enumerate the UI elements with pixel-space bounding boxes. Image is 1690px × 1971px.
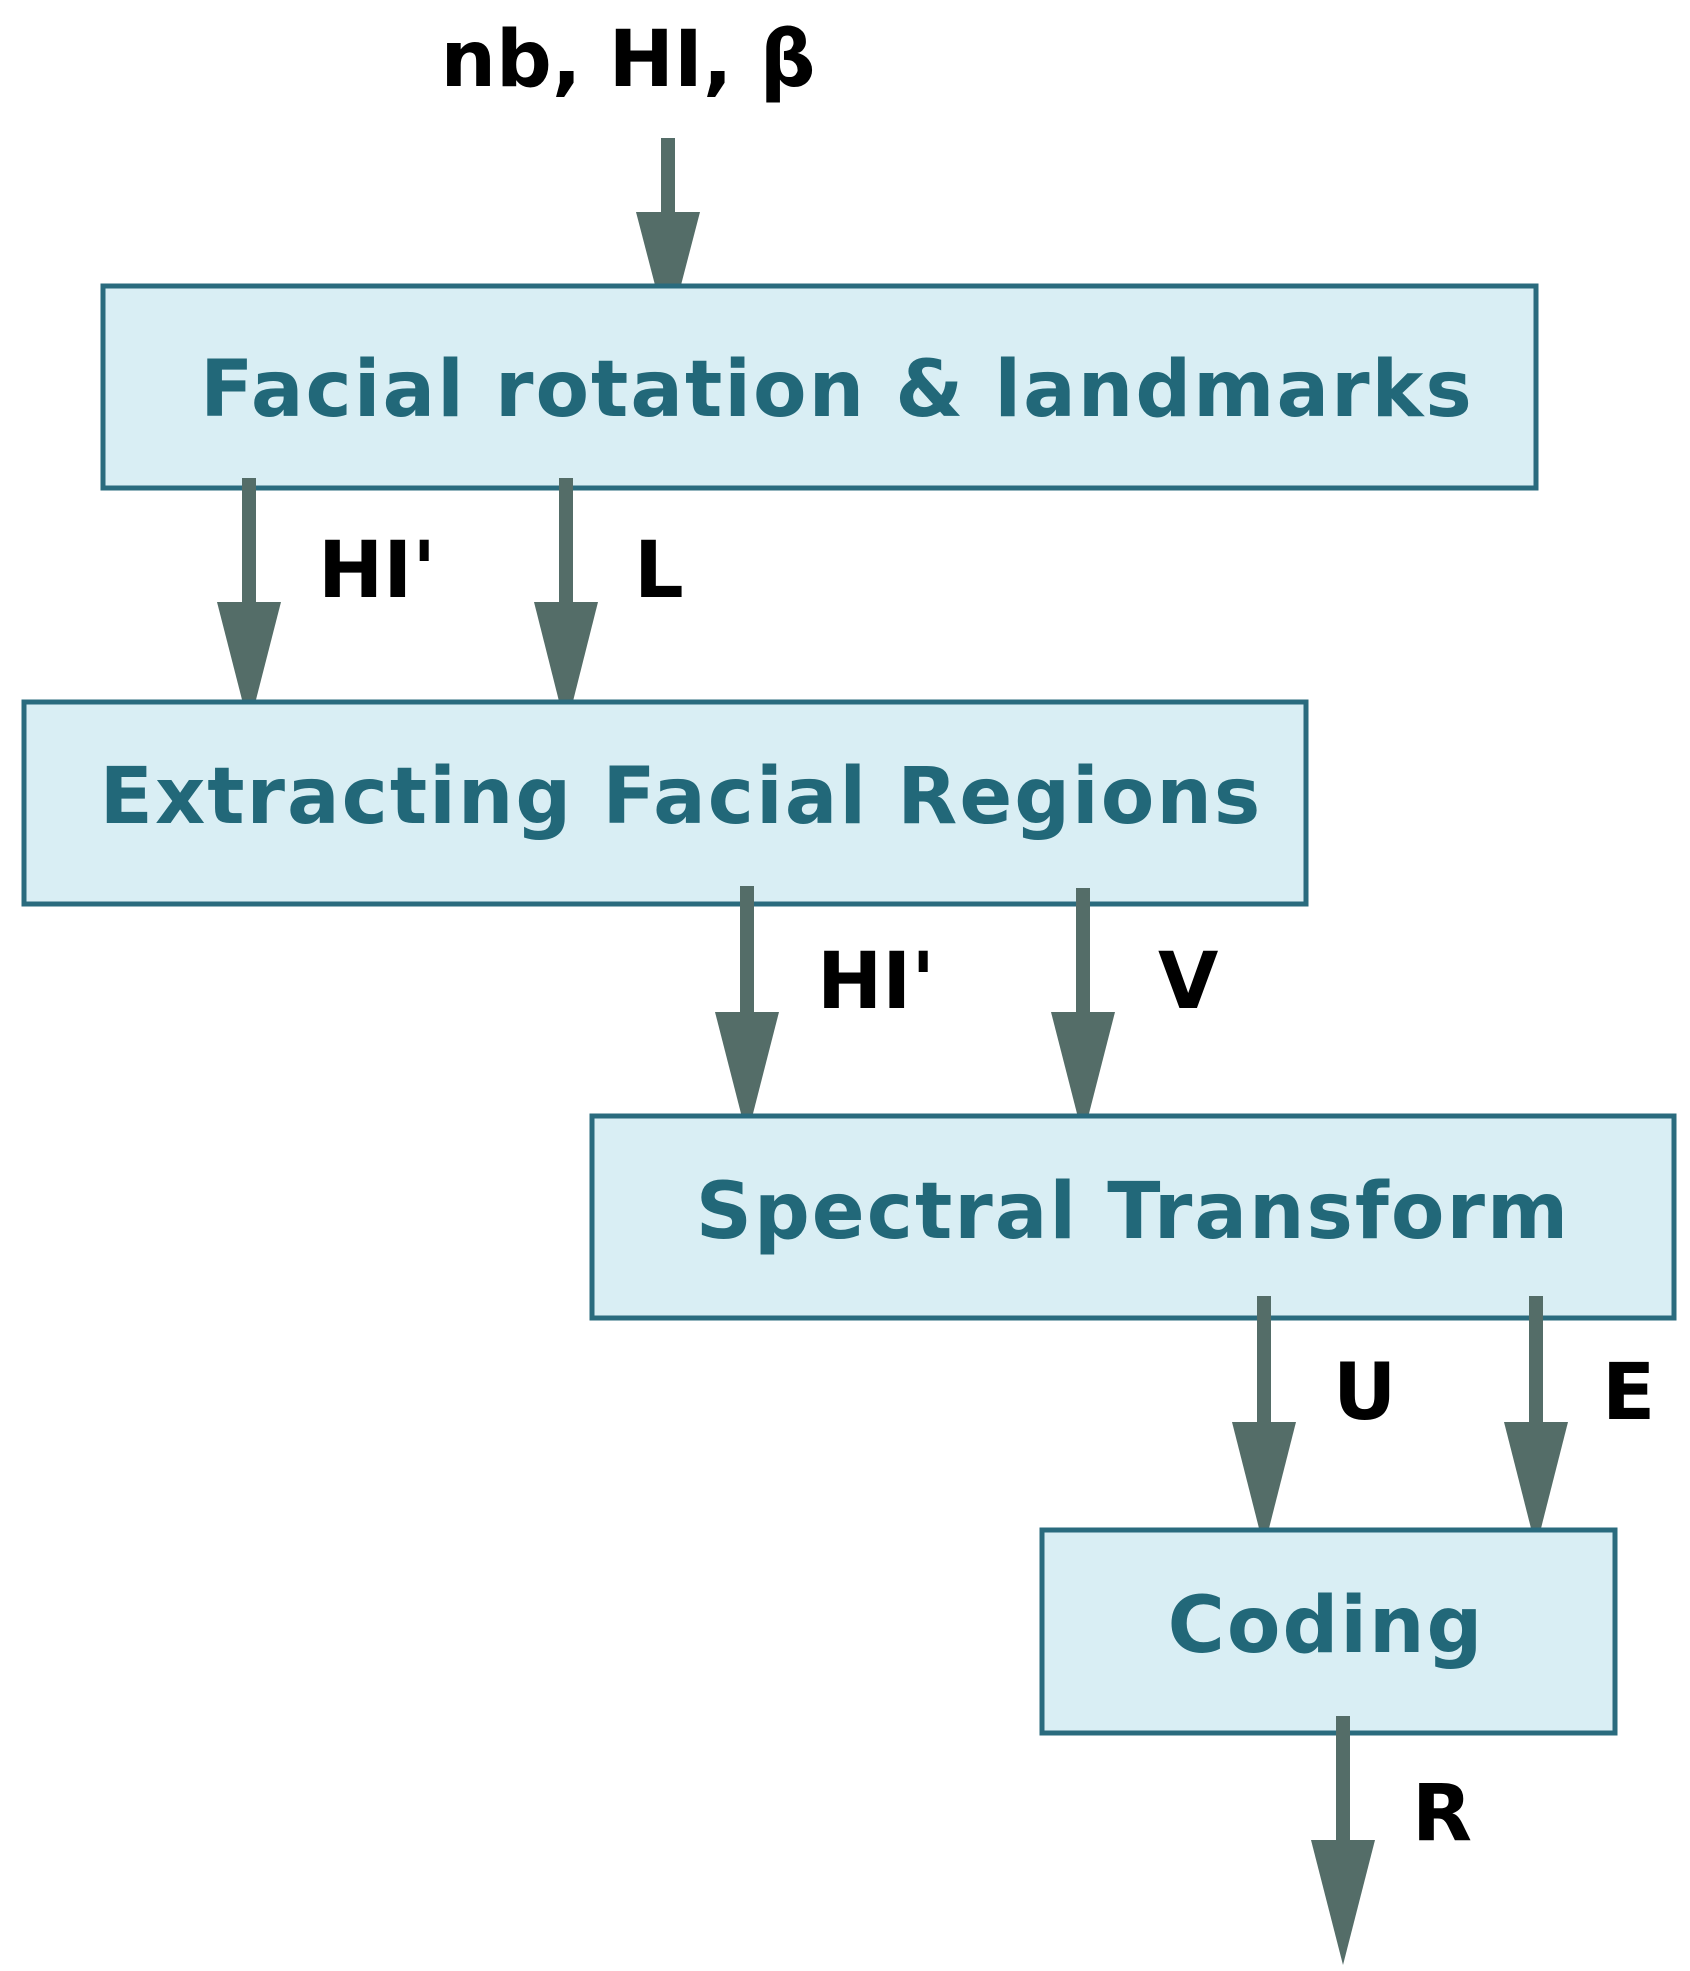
box-facial-rotation: Facial rotation & landmarks <box>100 283 1539 491</box>
arrow-rotation-to-extract-l <box>534 478 598 729</box>
arrow-extract-to-spectral-hi <box>715 886 779 1137</box>
box-coding-label: Coding <box>1168 1581 1485 1671</box>
edge-label-hi-prime-1: HI' <box>318 526 436 616</box>
edge-label-u: U <box>1333 1348 1396 1438</box>
arrow-rotation-to-extract-hi <box>217 478 281 727</box>
edge-label-e: E <box>1602 1348 1655 1438</box>
box-spectral-transform: Spectral Transform <box>589 1113 1677 1321</box>
box-extracting-regions-label: Extracting Facial Regions <box>100 752 1263 842</box>
input-label: nb, HI, β <box>440 15 815 105</box>
arrow-input-to-rotation <box>636 138 700 335</box>
edge-label-r: R <box>1412 1769 1472 1859</box>
arrow-spectral-to-coding-u <box>1232 1296 1296 1548</box>
edge-label-hi-prime-2: HI' <box>817 937 935 1027</box>
arrow-extract-to-spectral-v <box>1051 888 1115 1137</box>
box-spectral-transform-label: Spectral Transform <box>696 1167 1570 1257</box>
arrow-coding-output <box>1311 1716 1375 1965</box>
edge-label-v: V <box>1158 937 1218 1027</box>
box-facial-rotation-label: Facial rotation & landmarks <box>200 345 1474 435</box>
box-coding: Coding <box>1039 1527 1618 1736</box>
edge-label-l: L <box>634 526 684 616</box>
box-extracting-regions: Extracting Facial Regions <box>21 699 1309 907</box>
arrow-spectral-to-coding-e <box>1504 1296 1568 1548</box>
